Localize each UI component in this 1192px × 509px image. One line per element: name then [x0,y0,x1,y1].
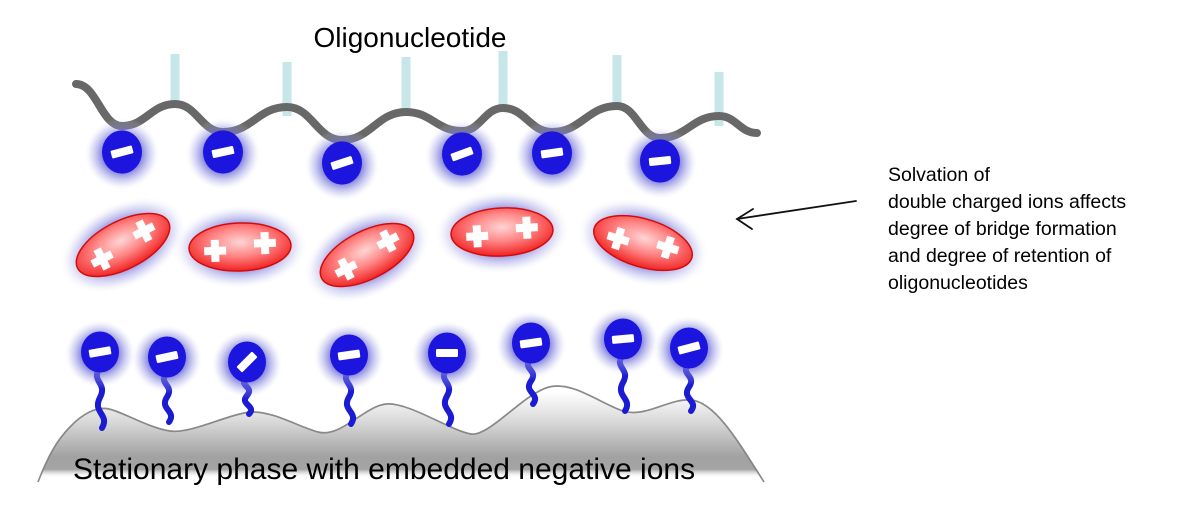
annotation-arrow [735,200,857,230]
base-bar [612,55,622,109]
embedded-negative-ion [64,319,136,389]
plus-icon [253,231,277,255]
embedded-negative-ions-group [64,306,725,399]
minus-icon [110,145,134,159]
oligo-negative-ion [185,117,261,191]
base-bar [282,62,292,116]
double-charged-ion [59,196,187,294]
plus-icon [203,239,227,263]
oligo-negative-ion [304,128,380,202]
minus-icon [540,147,564,159]
annotation-line: and degree of retention of [888,245,1112,267]
plus-icon [334,257,358,281]
minus-icon [436,349,458,357]
double-charged-ion [434,189,570,275]
oligo-negative-ion [424,119,500,193]
oligo-negative-ion [514,118,590,192]
plus-icon [376,229,400,253]
annotation-text-block: Solvation of double charged ions affects… [888,164,1126,294]
minus-icon [155,351,179,363]
plus-icon [90,247,114,271]
minus-icon [236,351,258,373]
minus-icon [337,349,361,361]
oligo-negative-ion [622,126,698,200]
annotation-line: degree of bridge formation [888,218,1117,240]
oligo-negative-ion [84,117,160,191]
embedded-negative-ion [131,324,203,394]
stationary-phase-label: Stationary phase with embedded negative … [73,453,695,486]
stationary-phase-outline [37,385,765,483]
plus-icon [465,225,489,248]
base-bars-group [170,51,724,126]
embedded-negative-ion [313,322,385,392]
embedded-negative-ion [411,320,483,390]
diagram-title: Oligonucleotide [313,22,506,53]
annotation-line: oligonucleotides [888,272,1028,294]
stationary-phase [37,385,765,492]
annotation-line: double charged ions affects [888,191,1126,213]
minus-icon [330,156,354,170]
plus-icon [132,219,156,243]
minus-icon [450,146,474,162]
base-bar [498,51,508,105]
arrow-head-icon [735,208,754,230]
double-charged-ion [172,204,308,290]
plus-icon [606,226,630,251]
minus-icon [211,146,235,158]
embedded-negative-ion [653,315,725,385]
minus-icon [648,155,672,167]
minus-icon [519,337,543,349]
minus-icon [677,341,701,355]
base-bar [714,72,724,126]
base-bar [170,54,180,108]
stationary-phase-fill [38,386,764,492]
minus-icon [88,346,112,358]
base-bar [401,57,411,111]
embedded-negative-ion [587,306,659,376]
annotation-line: Solvation of [888,164,990,186]
double-charged-ion [303,206,431,304]
double-charged-ion [576,198,710,288]
embedded-negative-ion [495,310,567,380]
double-charged-ions-group [59,189,710,304]
arrow-line [736,200,857,220]
oligo-negative-ions-group [84,117,698,202]
plus-icon [515,216,539,239]
plus-icon [656,235,680,260]
minus-icon [611,334,635,344]
embedded-negative-ion [211,329,283,399]
